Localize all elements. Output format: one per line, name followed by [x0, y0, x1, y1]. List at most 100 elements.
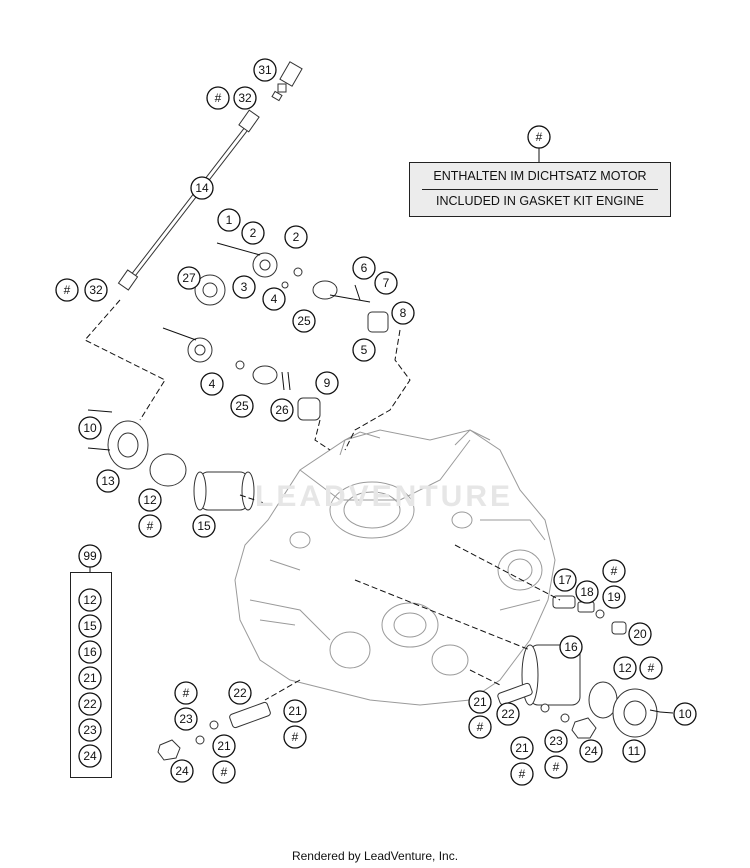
callout-2[interactable]: 2 [241, 221, 265, 245]
svg-text:23: 23 [549, 734, 563, 748]
callout-23[interactable]: 23 [544, 729, 568, 753]
callout-15[interactable]: 15 [192, 514, 216, 538]
kit-item-16[interactable]: 16 [78, 640, 102, 664]
callout-hash[interactable]: # [55, 278, 79, 302]
callout-19[interactable]: 19 [602, 585, 626, 609]
svg-text:2: 2 [293, 230, 300, 244]
kit-item-21[interactable]: 21 [78, 666, 102, 690]
callout-25[interactable]: 25 [292, 309, 316, 333]
callout-4[interactable]: 4 [262, 287, 286, 311]
callout-24[interactable]: 24 [579, 739, 603, 763]
callout-18[interactable]: 18 [575, 580, 599, 604]
kit-item-22[interactable]: 22 [78, 692, 102, 716]
callout-1[interactable]: 1 [217, 208, 241, 232]
svg-text:9: 9 [324, 376, 331, 390]
callout-31[interactable]: 31 [253, 58, 277, 82]
callout-hash[interactable]: # [468, 715, 492, 739]
callout-11[interactable]: 11 [622, 739, 646, 763]
callout-26[interactable]: 26 [270, 398, 294, 422]
callout-10[interactable]: 10 [78, 416, 102, 440]
svg-text:5: 5 [361, 343, 368, 357]
callout-32[interactable]: 32 [233, 86, 257, 110]
callout-12[interactable]: 12 [138, 488, 162, 512]
gasket-kit-note: ENTHALTEN IM DICHTSATZ MOTOR INCLUDED IN… [409, 162, 671, 217]
callout-21[interactable]: 21 [283, 699, 307, 723]
note-divider [422, 189, 658, 190]
callout-hash[interactable]: # [544, 755, 568, 779]
callout-3[interactable]: 3 [232, 275, 256, 299]
upper-oil-pump-parts [194, 242, 389, 333]
callout-hash[interactable]: # [206, 86, 230, 110]
svg-text:23: 23 [179, 712, 193, 726]
svg-text:#: # [519, 767, 526, 781]
callout-32[interactable]: 32 [84, 278, 108, 302]
callout-hash[interactable]: # [174, 681, 198, 705]
callout-23[interactable]: 23 [174, 707, 198, 731]
svg-text:20: 20 [633, 627, 647, 641]
callout-13[interactable]: 13 [96, 469, 120, 493]
callout-25[interactable]: 25 [230, 394, 254, 418]
callout-10[interactable]: 10 [673, 702, 697, 726]
callout-17[interactable]: 17 [553, 568, 577, 592]
svg-text:25: 25 [235, 399, 249, 413]
callout-7[interactable]: 7 [374, 271, 398, 295]
callout-hash[interactable]: # [283, 725, 307, 749]
callout-14[interactable]: 14 [190, 176, 214, 200]
svg-text:#: # [477, 720, 484, 734]
svg-text:16: 16 [564, 640, 578, 654]
svg-text:#: # [536, 130, 543, 144]
callout-hash[interactable]: # [212, 760, 236, 784]
svg-text:21: 21 [83, 671, 97, 685]
svg-text:21: 21 [473, 695, 487, 709]
svg-text:22: 22 [501, 707, 515, 721]
callout-12[interactable]: 12 [613, 656, 637, 680]
svg-text:23: 23 [83, 723, 97, 737]
svg-text:21: 21 [288, 704, 302, 718]
svg-text:#: # [183, 686, 190, 700]
callout-2[interactable]: 2 [284, 225, 308, 249]
callout-16[interactable]: 16 [559, 635, 583, 659]
callout-24[interactable]: 24 [170, 759, 194, 783]
svg-text:6: 6 [361, 261, 368, 275]
callout-8[interactable]: 8 [391, 301, 415, 325]
assembly-lines [84, 299, 561, 701]
callout-5[interactable]: 5 [352, 338, 376, 362]
svg-text:#: # [221, 765, 228, 779]
callout-21[interactable]: 21 [468, 690, 492, 714]
svg-text:1: 1 [226, 213, 233, 227]
callout-22[interactable]: 22 [228, 681, 252, 705]
callout-21[interactable]: 21 [212, 734, 236, 758]
callout-9[interactable]: 9 [315, 371, 339, 395]
svg-text:#: # [147, 519, 154, 533]
callout-27[interactable]: 27 [177, 266, 201, 290]
svg-text:31: 31 [258, 63, 272, 77]
svg-text:32: 32 [89, 283, 103, 297]
svg-text:19: 19 [607, 590, 621, 604]
callout-20[interactable]: 20 [628, 622, 652, 646]
callout-hash[interactable]: # [602, 559, 626, 583]
svg-text:8: 8 [400, 306, 407, 320]
callout-hash[interactable]: # [639, 656, 663, 680]
svg-text:3: 3 [241, 280, 248, 294]
svg-text:15: 15 [197, 519, 211, 533]
callout-4[interactable]: 4 [200, 372, 224, 396]
watermark: LEADVENTURE [255, 480, 514, 513]
callout-hash[interactable]: # [527, 125, 551, 149]
callout-21[interactable]: 21 [510, 736, 534, 760]
kit-header-99[interactable]: 99 [78, 544, 102, 568]
svg-text:24: 24 [175, 764, 189, 778]
lower-oil-pump-parts [162, 327, 321, 421]
svg-text:10: 10 [678, 707, 692, 721]
callout-hash[interactable]: # [138, 514, 162, 538]
kit-item-23[interactable]: 23 [78, 718, 102, 742]
valve-left [157, 701, 271, 761]
callout-22[interactable]: 22 [496, 702, 520, 726]
kit-item-24[interactable]: 24 [78, 744, 102, 768]
svg-text:27: 27 [182, 271, 196, 285]
kit-item-12[interactable]: 12 [78, 588, 102, 612]
callout-6[interactable]: 6 [352, 256, 376, 280]
svg-text:#: # [215, 91, 222, 105]
kit-item-15[interactable]: 15 [78, 614, 102, 638]
callout-hash[interactable]: # [510, 762, 534, 786]
